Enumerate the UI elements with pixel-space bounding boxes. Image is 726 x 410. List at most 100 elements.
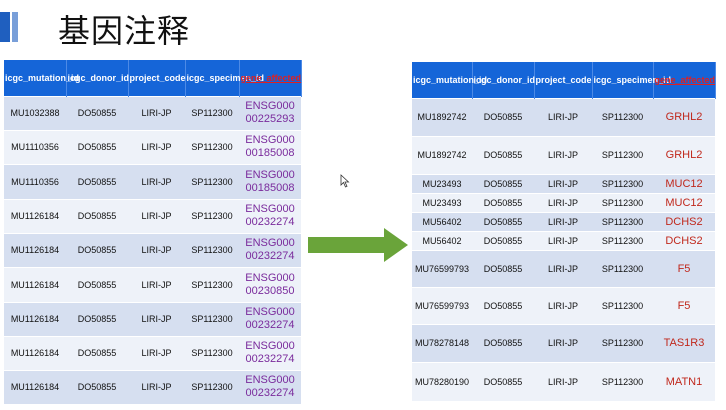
table-cell: LIRI-JP [534, 192, 592, 212]
table-cell: DO50855 [66, 266, 128, 302]
table-cell: MU78278148 [412, 323, 472, 362]
table-cell: MU1126184 [4, 301, 66, 336]
table-cell: SP112300 [592, 361, 653, 401]
table-cell: DO50855 [66, 163, 128, 199]
table-cell: SP112300 [592, 97, 653, 136]
left-header-cell: project_code [128, 60, 186, 96]
table-cell: SP112300 [592, 135, 653, 174]
table-cell: LIRI-JP [128, 335, 185, 370]
table-cell: MU1126184 [4, 232, 66, 267]
table-cell: LIRI-JP [128, 232, 185, 267]
table-cell: LIRI-JP [534, 323, 592, 362]
table-cell: DO50855 [472, 323, 534, 362]
table-cell: DO50855 [66, 198, 128, 233]
table-cell: LIRI-JP [534, 135, 592, 174]
right-header-cell-gene: gene_affected [653, 62, 716, 98]
table-cell: SP112300 [592, 230, 653, 250]
table-cell: SP112300 [185, 95, 239, 130]
table-cell: LIRI-JP [128, 198, 185, 233]
table-cell: SP112300 [185, 301, 239, 336]
table-cell: MU1892742 [412, 97, 472, 136]
table-cell: SP112300 [592, 192, 653, 212]
table-cell: SP112300 [185, 266, 239, 302]
table-cell: DO50855 [472, 286, 534, 324]
table-cell: MU1110356 [4, 163, 66, 199]
gene-cell: GRHL2 [653, 135, 715, 174]
table-cell: MU23493 [412, 173, 472, 193]
table-cell: SP112300 [185, 129, 239, 164]
gene-affected-header: gene_affected [240, 72, 302, 83]
right-table-header-row: icgc_mutation_id icgc_donor_id project_c… [412, 62, 716, 98]
gene-cell: DCHS2 [653, 211, 715, 231]
table-cell: LIRI-JP [534, 211, 592, 231]
table-cell: LIRI-JP [534, 249, 592, 287]
table-cell: MU1126184 [4, 198, 66, 233]
table-cell: SP112300 [592, 323, 653, 362]
gene-cell: GRHL2 [653, 97, 715, 136]
gene-affected-header: gene_affected [654, 74, 716, 85]
table-cell: LIRI-JP [128, 369, 185, 404]
table-cell: DO50855 [66, 335, 128, 370]
table-cell: DO50855 [472, 192, 534, 212]
table-cell: SP112300 [185, 335, 239, 370]
table-cell: LIRI-JP [534, 286, 592, 324]
table-cell: SP112300 [185, 232, 239, 267]
table-cell: SP112300 [185, 198, 239, 233]
table-cell: LIRI-JP [534, 173, 592, 193]
gene-cell: ENSG00000232274 [239, 369, 301, 404]
table-cell: SP112300 [592, 211, 653, 231]
table-cell: LIRI-JP [534, 97, 592, 136]
table-cell: DO50855 [472, 361, 534, 401]
table-cell: DO50855 [472, 97, 534, 136]
gene-cell: ENSG00000232274 [239, 232, 301, 267]
table-cell: SP112300 [592, 173, 653, 193]
gene-cell: ENSG00000185008 [239, 129, 301, 164]
table-cell: LIRI-JP [128, 266, 185, 302]
table-cell: LIRI-JP [128, 163, 185, 199]
table-cell: DO50855 [66, 129, 128, 164]
table-cell: SP112300 [185, 369, 239, 404]
table-cell: LIRI-JP [128, 301, 185, 336]
table-cell: DO50855 [472, 249, 534, 287]
left-header-cell: icgc_donor_id [66, 60, 129, 96]
mouse-cursor-icon [340, 174, 350, 188]
table-cell: MU1126184 [4, 266, 66, 302]
table-cell: MU1110356 [4, 129, 66, 164]
gene-cell: ENSG00000232274 [239, 335, 301, 370]
left-header-cell: icgc_mutation_id [4, 60, 79, 96]
right-header-cell: icgc_donor_id [472, 62, 535, 98]
table-cell: LIRI-JP [128, 95, 185, 130]
table-cell: DO50855 [66, 369, 128, 404]
gene-cell: F5 [653, 286, 715, 324]
table-cell: MU76599793 [412, 286, 472, 324]
table-cell: MU1892742 [412, 135, 472, 174]
table-cell: DO50855 [472, 230, 534, 250]
table-cell: MU56402 [412, 211, 472, 231]
gene-cell: ENSG00000232274 [239, 198, 301, 233]
table-cell: MU23493 [412, 192, 472, 212]
table-cell: MU56402 [412, 230, 472, 250]
table-cell: DO50855 [66, 301, 128, 336]
table-cell: DO50855 [472, 211, 534, 231]
slide-title: 基因注释 [58, 12, 191, 50]
title-accent-bar [0, 12, 10, 42]
left-table: icgc_mutation_id icgc_donor_id project_c… [4, 60, 302, 404]
table-cell: SP112300 [592, 286, 653, 324]
table-cell: LIRI-JP [534, 361, 592, 401]
gene-cell: MUC12 [653, 173, 715, 193]
gene-cell: F5 [653, 249, 715, 287]
gene-cell: ENSG00000225293 [239, 95, 301, 130]
gene-cell: MATN1 [653, 361, 715, 401]
right-header-cell: icgc_mutation_id [412, 62, 487, 98]
gene-cell: ENSG00000230850 [239, 266, 301, 302]
